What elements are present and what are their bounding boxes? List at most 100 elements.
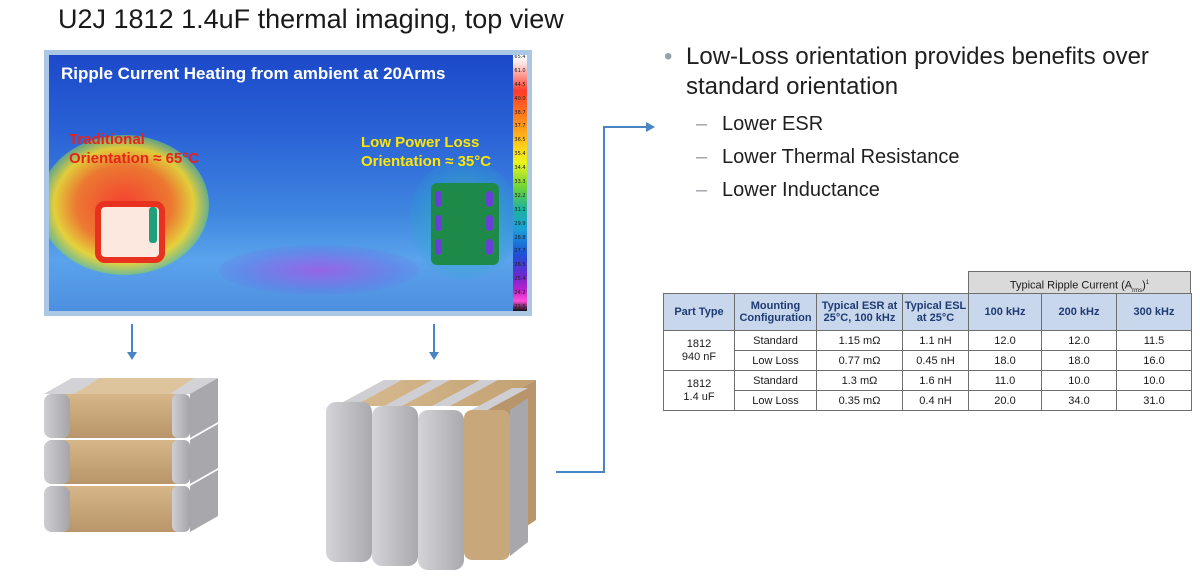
esl-cell: 1.1 nH <box>902 330 969 351</box>
colorbar-tick-label: 27.7 <box>514 248 526 255</box>
connector-horizontal-top <box>603 126 647 128</box>
thermal-image: Ripple Current Heating from ambient at 2… <box>49 55 527 311</box>
thermal-board-glow <box>219 245 419 295</box>
benefit-list: • Low-Loss orientation provides benefits… <box>664 42 1184 207</box>
colorbar-tick-label: 25.4 <box>514 276 526 283</box>
sub-bullet: – Lower Thermal Resistance <box>696 141 1184 174</box>
thermal-lowloss-terminal-4 <box>486 191 493 207</box>
colorbar-tick-label: 28.8 <box>514 234 526 241</box>
traditional-label-line1: Traditional <box>69 131 145 148</box>
dash-icon: – <box>696 179 708 201</box>
sub-bullet-text: Lower ESR <box>722 113 824 135</box>
sub-bullet-list: – Lower ESR – Lower Thermal Resistance –… <box>664 108 1184 207</box>
table-row: Low Loss 0.35 mΩ 0.4 nH 20.0 34.0 31.0 <box>664 390 1192 411</box>
ripple-100khz-cell: 12.0 <box>968 330 1042 351</box>
connector-vertical <box>603 126 605 473</box>
dash-icon: – <box>696 113 708 135</box>
col-200khz: 200 kHz <box>1041 293 1117 331</box>
colorbar-tick-label: 26.5 <box>514 262 526 269</box>
mounting-cell: Low Loss <box>734 390 817 411</box>
lowloss-chip-2 <box>372 406 418 566</box>
lowloss-label-line2: Orientation ≈ 35°C <box>361 153 492 170</box>
thermal-heading: Ripple Current Heating from ambient at 2… <box>61 64 446 83</box>
ripple-current-group-header: Typical Ripple Current (Arms)1 <box>968 271 1191 294</box>
ripple-100khz-cell: 11.0 <box>968 370 1042 391</box>
colorbar-tick-label: 31.1 <box>514 206 526 213</box>
mounting-cell: Low Loss <box>734 350 817 371</box>
colorbar-tick-label: 36.5 <box>514 137 526 144</box>
ripple-200khz-cell: 18.0 <box>1041 350 1117 371</box>
colorbar-tick-label: 29.9 <box>514 220 526 227</box>
ripple-200khz-cell: 12.0 <box>1041 330 1117 351</box>
lowloss-chip-1 <box>326 402 372 562</box>
ripple-100khz-cell: 18.0 <box>968 350 1042 371</box>
lowloss-chip-3 <box>418 410 464 570</box>
colorbar-tick-label: 24.2 <box>514 290 526 297</box>
dash-icon: – <box>696 146 708 168</box>
col-part-type: Part Type <box>663 293 735 331</box>
thermal-hotspot-traditional-edge <box>149 207 157 243</box>
mounting-cell: Standard <box>734 330 817 351</box>
lowloss-label-line1: Low Power Loss <box>361 134 480 151</box>
thermal-lowloss-terminal-5 <box>486 215 493 231</box>
colorbar-tick-label: 33.3 <box>514 179 526 185</box>
colorbar-tick-label: 22.5 <box>514 304 526 310</box>
thermal-lowloss-terminal-3 <box>435 239 442 255</box>
arrow-left-head <box>127 352 137 360</box>
ripple-200khz-cell: 34.0 <box>1041 390 1117 411</box>
thermal-lowloss-terminal-6 <box>486 239 493 255</box>
esl-cell: 0.45 nH <box>902 350 969 371</box>
thermal-lowloss-terminal-2 <box>435 215 442 231</box>
thermal-colorbar <box>513 55 527 311</box>
arrow-right-stem <box>433 324 435 354</box>
colorbar-tick-label: 38.7 <box>514 109 526 116</box>
sub-bullet: – Lower Inductance <box>696 174 1184 207</box>
ripple-300khz-cell: 10.0 <box>1116 370 1192 391</box>
ripple-200khz-cell: 10.0 <box>1041 370 1117 391</box>
colorbar-tick-label: 37.7 <box>514 123 526 130</box>
ripple-300khz-cell: 31.0 <box>1116 390 1192 411</box>
esr-cell: 0.77 mΩ <box>816 350 903 371</box>
mounting-cell: Standard <box>734 370 817 391</box>
esr-cell: 1.15 mΩ <box>816 330 903 351</box>
ripple-300khz-cell: 11.5 <box>1116 330 1192 351</box>
thermal-colorbar-scale: 65.4 61.0 44.5 40.0 38.7 37.7 36.5 35.4 34.4 33.3… <box>513 55 527 311</box>
main-bullet-text: Low-Loss orientation provides benefits o… <box>686 43 1149 100</box>
colorbar-tick-label: 35.4 <box>514 151 526 158</box>
connector-horizontal-bottom <box>556 471 604 473</box>
colorbar-tick-label: 32.2 <box>514 192 526 199</box>
esl-cell: 0.4 nH <box>902 390 969 411</box>
sub-bullet-text: Lower Inductance <box>722 179 880 201</box>
colorbar-tick-label: 44.5 <box>514 81 526 88</box>
traditional-label-line2: Orientation ≈ 65°C <box>69 150 200 167</box>
thermal-image-frame: Ripple Current Heating from ambient at 2… <box>44 50 532 316</box>
arrow-right-head <box>429 352 439 360</box>
arrow-left-stem <box>131 324 133 354</box>
colorbar-tick-label: 65.4 <box>514 55 526 60</box>
table-row: Low Loss 0.77 mΩ 0.45 nH 18.0 18.0 16.0 <box>664 350 1192 371</box>
lowloss-orientation-label: Low Power Loss Orientation ≈ 35°C <box>361 133 491 171</box>
capacitor-stack-traditional <box>44 378 218 532</box>
esr-cell: 0.35 mΩ <box>816 390 903 411</box>
connector-arrow-head <box>646 122 655 132</box>
colorbar-tick-label: 34.4 <box>514 165 526 172</box>
sub-bullet: – Lower ESR <box>696 108 1184 141</box>
traditional-orientation-label: Traditional Orientation ≈ 65°C <box>69 130 199 168</box>
sub-bullet-text: Lower Thermal Resistance <box>722 146 960 168</box>
stacked-chip-bottom <box>44 470 218 532</box>
col-300khz: 300 kHz <box>1116 293 1192 331</box>
capacitor-array-lowloss <box>326 380 536 570</box>
stacked-chip-middle <box>44 424 218 484</box>
esr-cell: 1.3 mΩ <box>816 370 903 391</box>
colorbar-tick-label: 40.0 <box>514 95 526 102</box>
col-100khz: 100 kHz <box>968 293 1042 331</box>
colorbar-tick-label: 61.0 <box>514 67 526 74</box>
